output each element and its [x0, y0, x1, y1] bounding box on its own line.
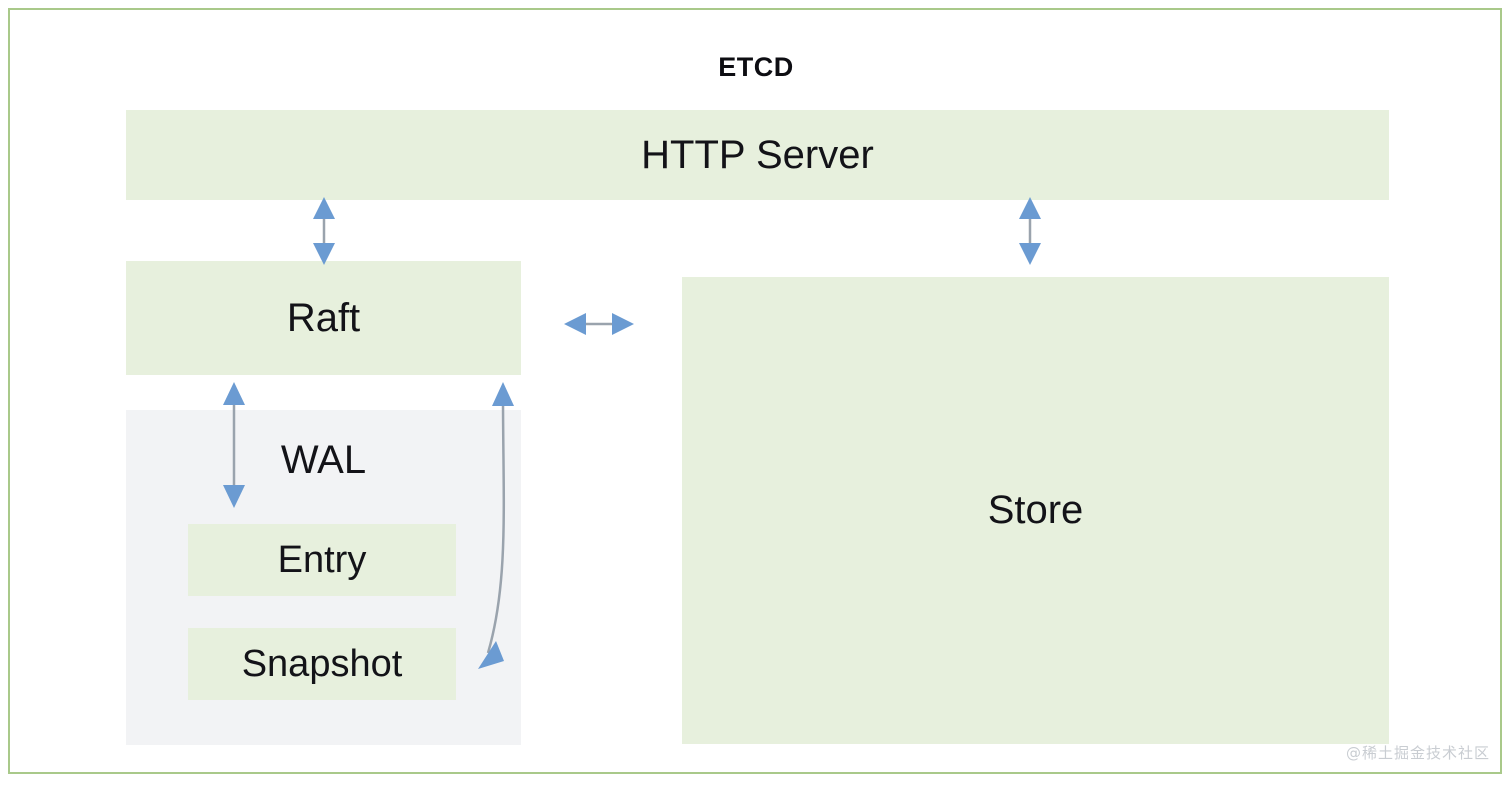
block-http-server: HTTP Server — [126, 110, 1389, 200]
diagram-title: ETCD — [718, 52, 794, 82]
block-store-label: Store — [987, 488, 1084, 532]
block-store: Store — [682, 277, 1389, 744]
block-snapshot-label: Snapshot — [241, 642, 403, 685]
block-raft-label: Raft — [286, 295, 361, 340]
block-http-server-label: HTTP Server — [641, 132, 874, 177]
block-snapshot: Snapshot — [188, 628, 456, 700]
block-wal-label: WAL — [280, 438, 367, 482]
block-entry-label: Entry — [277, 538, 367, 581]
block-entry: Entry — [188, 524, 456, 596]
block-raft: Raft — [126, 261, 521, 375]
watermark: @稀土掘金技术社区 — [1345, 744, 1490, 762]
